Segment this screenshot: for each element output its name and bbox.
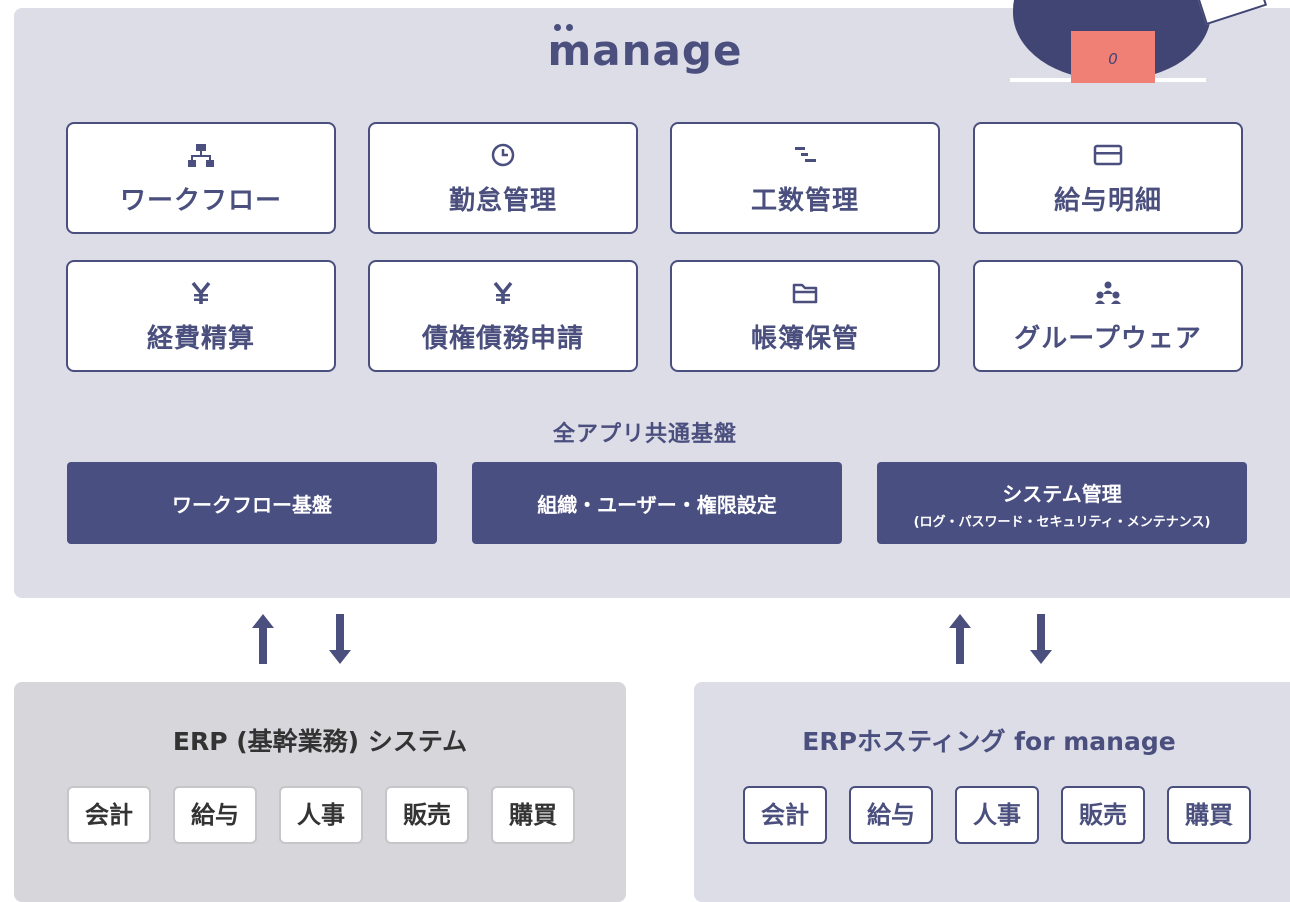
app-label: グループウェア [1014,324,1202,354]
erp-module: 給与 [849,786,933,844]
yen-icon [68,280,334,308]
gantt-icon [672,142,938,170]
logo-text: manage [547,24,743,75]
erp-module: 給与 [173,786,257,844]
app-card-expense: 経費精算 [66,260,336,372]
manage-logo: manage [0,24,1290,75]
arrow-up-icon [252,614,274,664]
app-card-groupware: グループウェア [973,260,1243,372]
workflow-base-box: ワークフロー基盤 [67,462,437,544]
system-admin-box: システム管理 (ログ・パスワード・セキュリティ・メンテナンス) [877,462,1247,544]
app-card-receivables: 債権債務申請 [368,260,638,372]
erp-module: 会計 [67,786,151,844]
erp-core-title: ERP (基幹業務) システム [172,727,468,756]
base-box-sublabel: (ログ・パスワード・セキュリティ・メンテナンス) [913,515,1211,530]
group-icon [975,280,1241,308]
app-label: 債権債務申請 [421,324,584,354]
base-box-label: ワークフロー基盤 [172,493,332,517]
erp-module: 購買 [491,786,575,844]
erp-module: 会計 [743,786,827,844]
app-card-bookkeeping: 帳簿保管 [670,260,940,372]
app-card-attendance: 勤怠管理 [368,122,638,234]
org-user-permission-box: 組織・ユーザー・権限設定 [472,462,842,544]
arrow-up-icon [949,614,971,664]
app-label: ワークフロー [119,186,282,216]
app-label: 帳簿保管 [750,324,859,354]
app-card-payslip: 給与明細 [973,122,1243,234]
app-label: 経費精算 [146,324,255,354]
card-icon [975,142,1241,170]
folder-icon [672,280,938,308]
app-label: 給与明細 [1053,186,1162,216]
app-card-workflow: ワークフロー [66,122,336,234]
erp-module: 人事 [955,786,1039,844]
base-box-label: 組織・ユーザー・権限設定 [537,493,777,517]
clock-icon [370,142,636,170]
workflow-icon [68,142,334,170]
app-card-manhours: 工数管理 [670,122,940,234]
base-box-label: システム管理 [1002,482,1122,506]
laptop-screen-text: 0 [1108,50,1118,68]
yen-icon [370,280,636,308]
erp-module: 購買 [1167,786,1251,844]
app-label: 勤怠管理 [448,186,557,216]
erp-hosting-title: ERPホスティング for manage [802,727,1176,756]
erp-module: 人事 [279,786,363,844]
arrow-down-icon [329,614,351,664]
app-label: 工数管理 [750,186,859,216]
laptop-screen-icon: 0 [1071,31,1155,83]
erp-module: 販売 [385,786,469,844]
common-platform-title: 全アプリ共通基盤 [552,422,737,447]
arrow-down-icon [1030,614,1052,664]
erp-module: 販売 [1061,786,1145,844]
